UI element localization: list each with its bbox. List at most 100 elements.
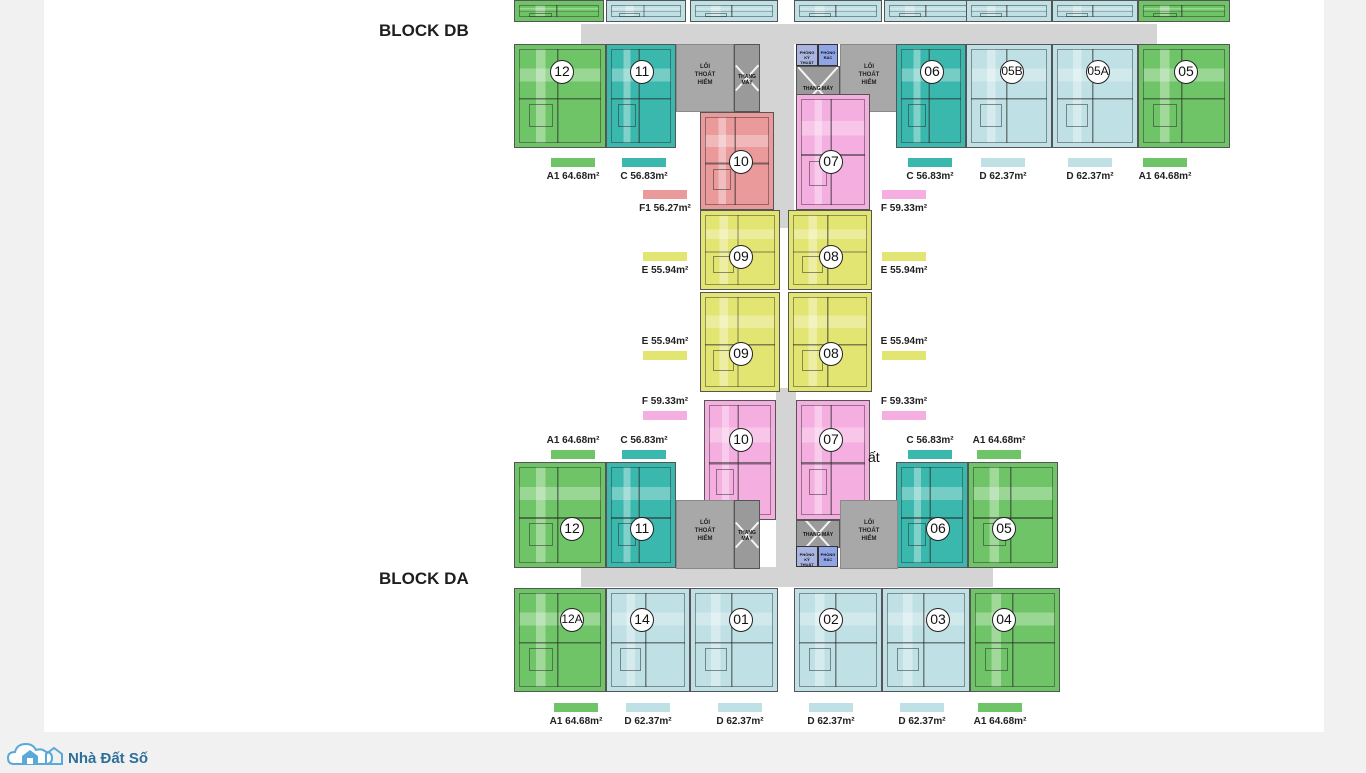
elevator-db-left: THANG MÁY [734, 44, 760, 112]
unit-number: 09 [729, 245, 753, 269]
unit-number: 10 [729, 150, 753, 174]
area-label: A1 64.68m² [533, 158, 613, 186]
block-db-title: BLOCK DB [379, 21, 469, 40]
area-label: D 62.37m² [700, 703, 780, 731]
exit-core-db-left: LỐI THOÁT HIỂM [676, 44, 734, 112]
unit-partial-top [514, 0, 604, 22]
unit-number: 05 [1174, 60, 1198, 84]
unit-da-04[interactable] [970, 588, 1060, 692]
tech-room-db: PHÒNG KỸ THUẬT [796, 44, 818, 66]
corridor-da-vertical [776, 388, 796, 568]
unit-partial-top [884, 0, 972, 22]
unit-number: 10 [729, 428, 753, 452]
unit-number: 02 [819, 608, 843, 632]
color-swatch [622, 450, 666, 459]
house-cloud-icon [6, 742, 63, 765]
block-da-title: BLOCK DA [379, 569, 469, 588]
unit-number: 05 [992, 517, 1016, 541]
color-swatch [1143, 158, 1187, 167]
color-swatch [809, 703, 853, 712]
unit-number: 14 [630, 608, 654, 632]
color-swatch [554, 703, 598, 712]
color-swatch [643, 190, 687, 199]
area-label: F1 56.27m² [625, 190, 705, 218]
unit-number: 04 [992, 608, 1016, 632]
color-swatch [882, 411, 926, 420]
unit-da-08[interactable] [788, 292, 872, 392]
unit-da-12[interactable] [514, 462, 606, 568]
tech-room-da: PHÒNG KỸ THUẬT [796, 546, 818, 567]
color-swatch [718, 703, 762, 712]
unit-partial-top [1138, 0, 1230, 22]
color-swatch [900, 703, 944, 712]
area-label: E 55.94m² [864, 252, 944, 280]
color-swatch [981, 158, 1025, 167]
color-swatch [882, 252, 926, 261]
area-label: F 59.33m² [625, 392, 705, 420]
area-label: E 55.94m² [864, 332, 944, 360]
color-swatch [978, 703, 1022, 712]
area-label: C 56.83m² [890, 431, 970, 459]
unit-number: 07 [819, 150, 843, 174]
unit-da-05[interactable] [968, 462, 1058, 568]
color-swatch [643, 411, 687, 420]
unit-partial-top [606, 0, 686, 22]
color-swatch [908, 450, 952, 459]
trash-room-db: PHÒNG RÁC [818, 44, 838, 66]
area-label: D 62.37m² [1050, 158, 1130, 186]
trash-room-da: PHÒNG RÁC [818, 546, 838, 567]
color-swatch [882, 351, 926, 360]
unit-partial-top [690, 0, 778, 22]
area-label: A1 64.68m² [1125, 158, 1205, 186]
unit-number: 12 [550, 60, 574, 84]
area-label: A1 64.68m² [960, 703, 1040, 731]
unit-da-11[interactable] [606, 462, 676, 568]
corridor-db-top [581, 24, 1157, 44]
unit-number: 08 [819, 245, 843, 269]
unit-da-01[interactable] [690, 588, 778, 692]
corridor-da-bottom [581, 567, 993, 587]
area-label: C 56.83m² [604, 158, 684, 186]
watermark-text: Nhà Đất Số [68, 750, 149, 767]
elevator-da-left: THANG MÁY [734, 500, 760, 569]
area-label: E 55.94m² [625, 332, 705, 360]
area-label: A1 64.68m² [959, 431, 1039, 459]
area-label: A1 64.68m² [536, 703, 616, 731]
unit-number: 12A [560, 608, 584, 632]
unit-db-05b[interactable] [966, 44, 1052, 148]
color-swatch [977, 450, 1021, 459]
color-swatch [622, 158, 666, 167]
unit-number: 08 [819, 342, 843, 366]
color-swatch [908, 158, 952, 167]
unit-da-02[interactable] [794, 588, 882, 692]
color-swatch [643, 351, 687, 360]
unit-number: 11 [630, 60, 654, 84]
unit-number: 07 [819, 428, 843, 452]
unit-number: 11 [630, 517, 654, 541]
unit-db-12[interactable] [514, 44, 606, 148]
color-swatch [551, 158, 595, 167]
unit-db-06[interactable] [896, 44, 966, 148]
unit-number: 09 [729, 342, 753, 366]
unit-number: 05B [1000, 60, 1024, 84]
area-label: D 62.37m² [963, 158, 1043, 186]
unit-number: 05A [1086, 60, 1110, 84]
unit-partial-top [1052, 0, 1138, 22]
area-label: D 62.37m² [882, 703, 962, 731]
unit-da-06[interactable] [896, 462, 968, 568]
unit-number: 06 [926, 517, 950, 541]
unit-number: 01 [729, 608, 753, 632]
area-label: C 56.83m² [604, 431, 684, 459]
color-swatch [551, 450, 595, 459]
unit-number: 03 [926, 608, 950, 632]
color-swatch [626, 703, 670, 712]
unit-partial-top [794, 0, 882, 22]
unit-da-12a[interactable] [514, 588, 606, 692]
unit-da-03[interactable] [882, 588, 970, 692]
unit-number: 12 [560, 517, 584, 541]
unit-db-05a[interactable] [1052, 44, 1138, 148]
unit-da-14[interactable] [606, 588, 690, 692]
area-label: C 56.83m² [890, 158, 970, 186]
area-label: F 59.33m² [864, 392, 944, 420]
color-swatch [1068, 158, 1112, 167]
